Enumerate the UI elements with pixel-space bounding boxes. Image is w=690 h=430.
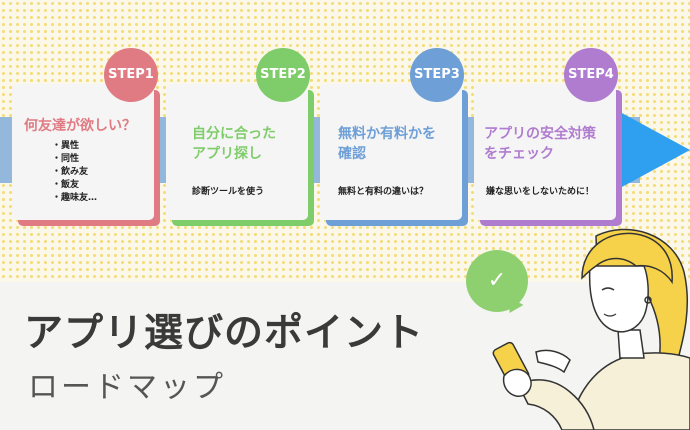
check-bubble: ✓: [466, 250, 528, 312]
list-item: ・飲み友: [52, 167, 89, 177]
step1-badge: STEP1: [104, 48, 158, 102]
list-item: ・飯友: [52, 180, 80, 190]
step1-title: 何友達が欲しい？: [24, 118, 136, 134]
step3-desc: 無料と有料の違いは？: [338, 187, 429, 197]
page-title: アプリ選びのポイント: [24, 311, 425, 356]
step3-title: 無料か有料かを 確認: [338, 126, 436, 162]
step4-card: アプリの安全対策 をチェック 嫌な思いをしないために！: [474, 84, 616, 220]
step2-card: 自分に合った アプリ探し 診断ツールを使う: [166, 84, 308, 220]
step1-card: 何友達が欲しい？ ・異性 ・同性 ・飲み友 ・飯友 ・趣味友…: [12, 84, 154, 220]
page-subtitle: ロードマップ: [28, 370, 226, 405]
woman-with-phone-illustration: [492, 228, 690, 430]
step3-card: 無料か有料かを 確認 無料と有料の違いは？: [320, 84, 462, 220]
step3-badge: STEP3: [410, 48, 464, 102]
step4-desc: 嫌な思いをしないために！: [486, 187, 595, 197]
step2-title: 自分に合った アプリ探し: [192, 126, 276, 162]
step2-badge: STEP2: [256, 48, 310, 102]
step2-desc: 診断ツールを使う: [192, 187, 265, 197]
step1-list: ・異性 ・同性 ・飲み友 ・飯友 ・趣味友…: [52, 140, 97, 205]
list-item: ・同性: [52, 154, 80, 164]
step4-title: アプリの安全対策 をチェック: [484, 126, 596, 162]
roadmap-arrow-icon: [620, 112, 690, 188]
check-icon: ✓: [487, 268, 507, 293]
step4-badge: STEP4: [564, 48, 618, 102]
list-item: ・趣味友…: [52, 193, 98, 203]
list-item: ・異性: [52, 141, 80, 151]
